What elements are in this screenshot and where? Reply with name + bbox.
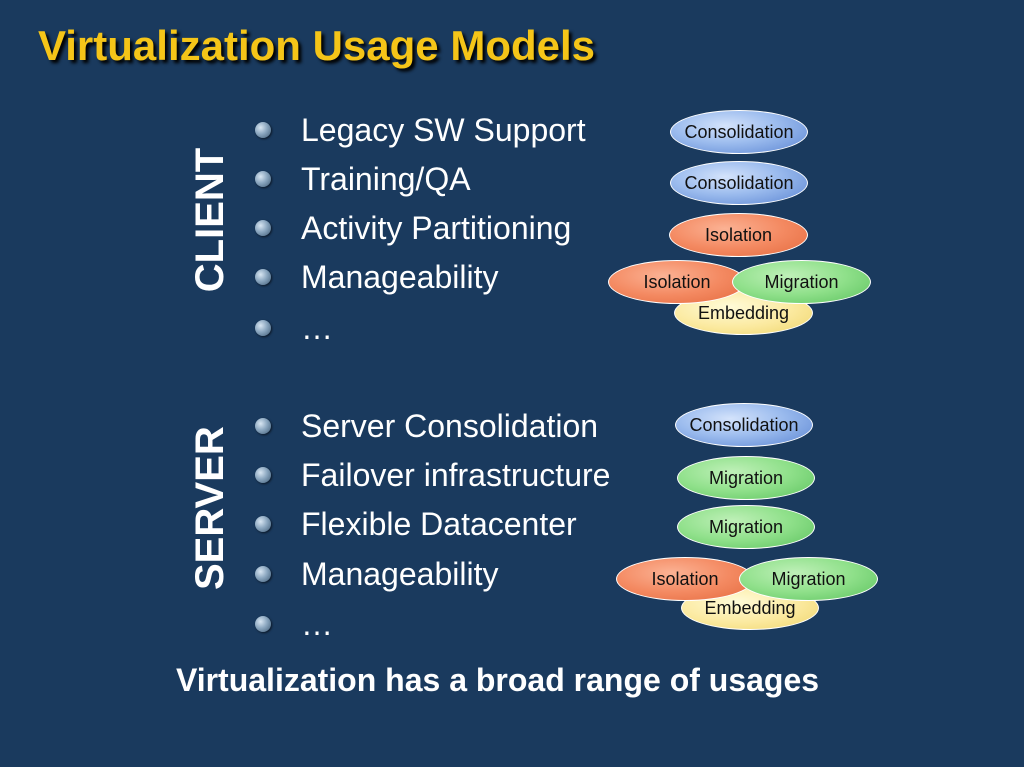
list-item-label: Manageability [301, 258, 499, 295]
list-item-label: Failover infrastructure [301, 456, 611, 493]
bullet-icon [255, 269, 271, 285]
consolidation-oval: Consolidation [675, 403, 813, 447]
bullet-icon [255, 516, 271, 532]
list-item: Legacy SW Support [255, 108, 586, 152]
bullet-icon [255, 616, 271, 632]
list-item: Training/QA [255, 157, 471, 201]
list-item-label: Server Consolidation [301, 407, 599, 444]
isolation-oval: Isolation [616, 557, 754, 601]
list-item: … [255, 306, 333, 350]
server-section-label: SERVER [188, 426, 232, 590]
consolidation-oval: Consolidation [670, 161, 808, 205]
migration-oval: Migration [739, 557, 878, 601]
list-item-label: … [301, 309, 333, 346]
list-item: Manageability [255, 552, 498, 596]
migration-oval: Migration [677, 505, 815, 549]
list-item: … [255, 602, 333, 646]
list-item: Flexible Datacenter [255, 502, 577, 546]
client-section-label: CLIENT [188, 147, 232, 293]
bullet-icon [255, 122, 271, 138]
consolidation-oval: Consolidation [670, 110, 808, 154]
list-item-label: Activity Partitioning [301, 209, 572, 246]
isolation-oval: Isolation [669, 213, 808, 257]
bullet-icon [255, 418, 271, 434]
list-item-label: … [301, 605, 333, 642]
migration-oval: Migration [677, 456, 815, 500]
list-item-label: Training/QA [301, 160, 471, 197]
migration-oval: Migration [732, 260, 871, 304]
list-item: Failover infrastructure [255, 453, 610, 497]
bullet-icon [255, 566, 271, 582]
list-item-label: Manageability [301, 555, 499, 592]
bullet-icon [255, 171, 271, 187]
list-item: Server Consolidation [255, 404, 598, 448]
list-item: Manageability [255, 255, 498, 299]
slide-title: Virtualization Usage Models [38, 22, 596, 69]
list-item-label: Flexible Datacenter [301, 505, 577, 542]
slide-footer-caption: Virtualization has a broad range of usag… [175, 662, 820, 698]
isolation-oval: Isolation [608, 260, 746, 304]
bullet-icon [255, 320, 271, 336]
list-item: Activity Partitioning [255, 206, 571, 250]
list-item-label: Legacy SW Support [301, 111, 586, 148]
bullet-icon [255, 467, 271, 483]
bullet-icon [255, 220, 271, 236]
